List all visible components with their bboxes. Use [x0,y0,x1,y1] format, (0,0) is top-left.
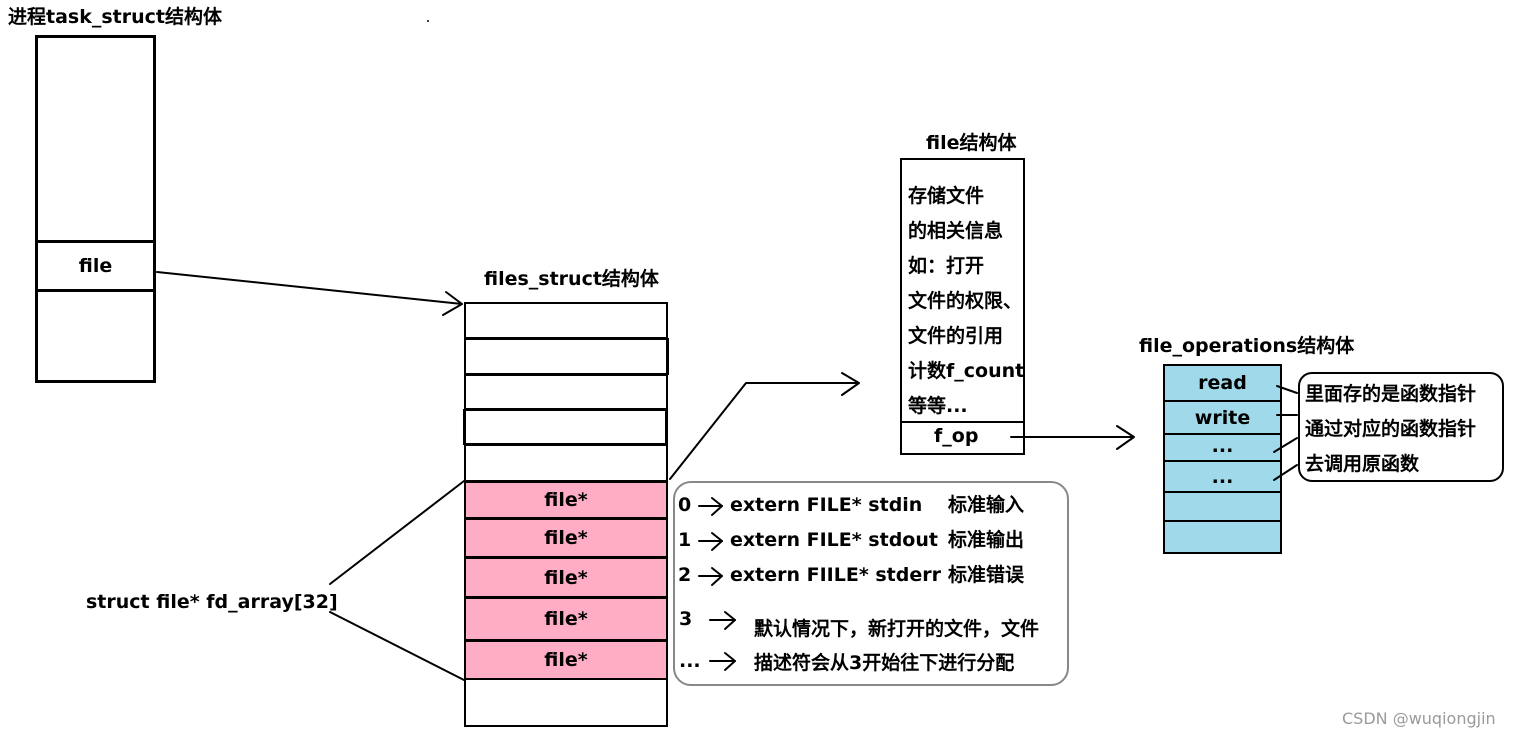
fd-array-slot-1: file* [464,518,668,558]
note-pointer-line [1273,464,1298,481]
arrow-head [841,372,860,396]
fd-note-line: 默认情况下，新打开的文件，文件 [754,618,1040,640]
note-pointer-line [1273,437,1298,453]
fd-note-index: 1 [678,529,692,551]
arrow-head [442,291,463,316]
fd-note-text: extern FILE* stdin [730,494,923,516]
fd-note-text: extern FILE* stdout [730,529,938,551]
files-struct-title: files_struct结构体 [484,268,659,290]
arrow-files-to-file [669,382,859,480]
arrow-head [724,611,736,630]
stray-dot [427,20,429,22]
fd-array-pointer-line [329,480,465,585]
fd-array-pointer-line [329,611,465,681]
file-ops-note-line: 去调用原函数 [1305,453,1420,475]
arrow-head [711,567,723,586]
file-ops-cell-label: write [1194,406,1251,429]
file-struct-line: 文件的权限、 [908,290,1023,312]
fd-array-slot-label: file* [544,649,588,671]
file-ops-note-box [1298,372,1504,482]
arrow-head [724,652,736,671]
fd-note-index: 3 [679,608,693,630]
fd-note-desc: 标准输入 [948,494,1025,516]
file-ops-note-line: 里面存的是函数指针 [1305,383,1477,405]
note-pointer-line [1276,385,1298,394]
file-ops-cell: write [1163,400,1282,435]
file-struct-line: 存储文件 [908,185,985,207]
fd-note-index: ... [679,650,701,672]
arrow-head [711,497,723,516]
file-ops-title: file_operations结构体 [1139,335,1355,357]
watermark: CSDN @wuqiongjin [1342,709,1496,728]
fd-array-slot-label: file* [544,608,588,630]
task-struct-title: 进程task_struct结构体 [8,6,222,28]
fd-array-slot-3: file* [464,597,668,641]
fd-note-desc: 标准输出 [948,529,1025,551]
file-struct-divider [900,421,1025,423]
task-struct-file-label: file [78,255,113,277]
file-struct-title: file结构体 [926,132,1017,154]
fd-array-label: struct file* fd_array[32] [86,591,338,613]
fd-array-slot-label: file* [544,566,588,589]
file-ops-cell-label: ... [1211,435,1234,457]
fd-note-line: 描述符会从3开始往下进行分配 [754,652,1015,674]
fd-note-text: extern FIILE* stderr [730,564,941,586]
file-struct-box [900,158,1025,455]
file-struct-fop: f_op [934,425,979,447]
fd-array-slot-4: file* [464,640,668,680]
task-struct-box [35,35,156,383]
arrow-head [711,532,723,551]
file-struct-line: 文件的引用 [908,325,1004,347]
file-struct-line: 的相关信息 [908,220,1004,242]
file-struct-line: 等等... [908,395,968,417]
fd-note-index: 2 [678,564,692,586]
fd-array-slot-label: file* [544,489,588,511]
file-ops-cell [1163,520,1282,554]
fd-array-slot-0: file* [464,481,668,519]
arrow-head [1116,425,1135,450]
file-ops-cell: read [1163,364,1282,402]
file-ops-cell-label: read [1198,372,1247,394]
fd-note-index: 0 [678,494,692,516]
task-struct-file-cell: file [35,240,156,292]
file-ops-note-line: 通过对应的函数指针 [1305,418,1477,440]
file-struct-line: 计数f_count [908,360,1025,382]
file-ops-cell-label: ... [1211,466,1234,488]
arrow-task-to-files [156,271,463,305]
fd-array-slot-label: file* [544,527,588,549]
fd-note-desc: 标准错误 [948,564,1025,586]
file-struct-line: 如：打开 [908,255,985,277]
fd-notes-box [673,481,1069,686]
